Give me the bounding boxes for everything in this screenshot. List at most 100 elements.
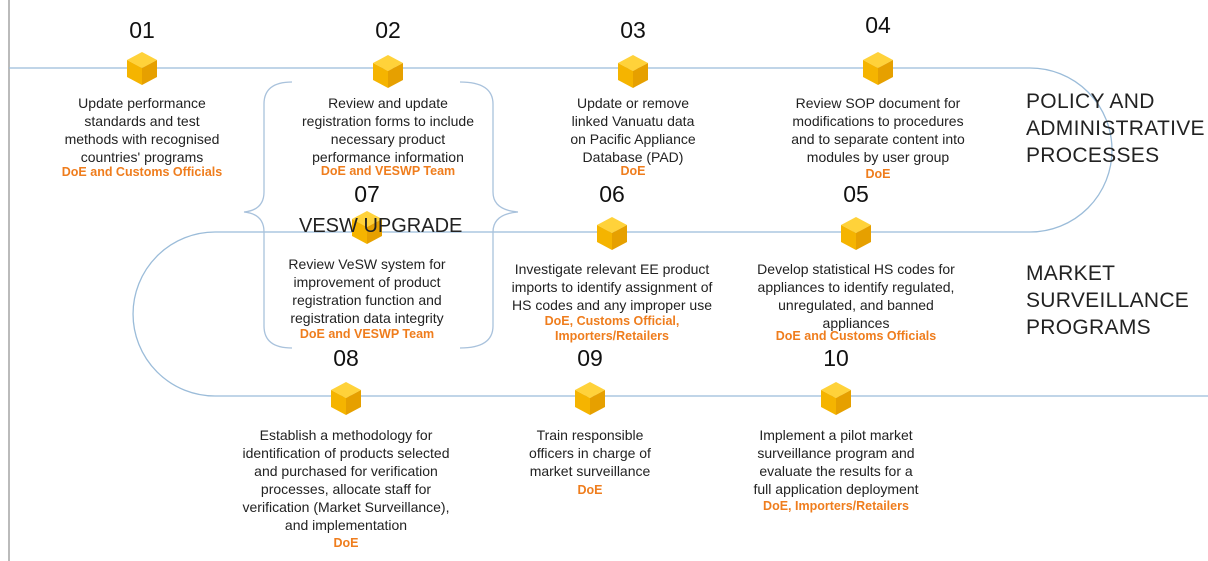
step-description-line: standards and test — [84, 113, 200, 129]
step-description-line: registration data integrity — [290, 310, 444, 326]
step-cube-icon — [618, 55, 648, 88]
step-number: 10 — [823, 345, 849, 371]
step-owner: DoE — [480, 483, 700, 498]
section-label-line: ADMINISTRATIVE — [1026, 117, 1205, 140]
step-description-line: and to separate content into — [791, 131, 965, 147]
section-label-line: PROCESSES — [1026, 144, 1160, 167]
step-owner: DoE, Customs Official,Importers/Retailer… — [502, 314, 722, 344]
step-number: 06 — [599, 181, 625, 207]
step-owner-line: DoE — [577, 483, 603, 497]
step-description-line: identification of products selected — [242, 445, 450, 461]
step-description: Review SOP document for modifications to … — [763, 94, 993, 166]
step-description-line: registration forms to include — [302, 113, 474, 129]
step-description: Review and update registration forms to i… — [273, 94, 503, 166]
step-cube-icon — [597, 217, 627, 250]
step-description: Develop statistical HS codes for applianc… — [736, 260, 976, 332]
step-owner-line: DoE — [333, 536, 359, 550]
step-description-line: appliances to identify regulated, — [757, 279, 955, 295]
step-description-line: on Pacific Appliance — [570, 131, 696, 147]
step-description-line: performance information — [312, 149, 464, 165]
step-number: 08 — [333, 345, 359, 371]
step-cube-icon — [352, 211, 382, 244]
step-description: Establish a methodology for identificatio… — [224, 426, 469, 534]
section-label-line: MARKET — [1026, 262, 1116, 285]
step-description-line: modules by user group — [806, 149, 950, 165]
step-description-line: modifications to procedures — [792, 113, 964, 129]
step-owner-line: DoE and Customs Officials — [61, 165, 223, 179]
step-number: 05 — [843, 181, 869, 207]
step-description-line: Database (PAD) — [582, 149, 684, 165]
step-description-line: appliances — [822, 315, 890, 331]
step-cube-icon — [373, 55, 403, 88]
step-description-line: methods with recognised — [64, 131, 220, 147]
step-description-line: and implementation — [284, 517, 408, 533]
step-description-line: imports to identify assignment of — [511, 279, 713, 295]
step-description-line: Review and update — [328, 95, 448, 111]
step-owner: DoE — [768, 167, 988, 182]
step-description-line: Review VeSW system for — [288, 256, 446, 272]
step-description-line: linked Vanuatu data — [571, 113, 695, 129]
step-description-line: processes, allocate staff for — [260, 481, 432, 497]
step-description-line: unregulated, and banned — [778, 297, 934, 313]
step-owner-line: DoE — [620, 164, 646, 178]
step-owner: DoE, Importers/Retailers — [726, 499, 946, 514]
section-label-policy: POLICY AND ADMINISTRATIVE PROCESSES — [1026, 88, 1205, 169]
step-description: Update performance standards and test meth… — [32, 94, 252, 166]
step-description-line: Review SOP document for — [795, 95, 961, 111]
step-description: Investigate relevant EE product imports t… — [487, 260, 737, 314]
step-number: 03 — [620, 17, 646, 43]
section-label-line: PROGRAMS — [1026, 316, 1151, 339]
step-description-line: Update performance — [78, 95, 206, 111]
step-description-line: officers in charge of — [529, 445, 651, 461]
step-owner-line: DoE, Customs Official, — [544, 314, 680, 328]
section-label-line: POLICY AND — [1026, 90, 1155, 113]
step-owner-line: DoE and Customs Officials — [775, 329, 937, 343]
step-cube-icon — [127, 52, 157, 85]
step-description-line: Establish a methodology for — [259, 427, 433, 443]
step-owner: DoE — [523, 164, 743, 179]
step-cube-icon — [821, 382, 851, 415]
step-description-line: and purchased for verification — [254, 463, 438, 479]
step-owner: DoE and Customs Officials — [746, 329, 966, 344]
step-description-line: market surveillance — [529, 463, 651, 479]
step-description-line: necessary product — [330, 131, 446, 147]
step-cube-icon — [863, 52, 893, 85]
step-number: 04 — [865, 12, 891, 38]
step-description-line: Implement a pilot market — [759, 427, 913, 443]
step-description-line: countries' programs — [80, 149, 204, 165]
step-description-line: HS codes and any improper use — [512, 297, 712, 313]
step-cube-icon — [841, 217, 871, 250]
step-owner: DoE and VESWP Team — [257, 327, 477, 342]
step-description: Update or remove linked Vanuatu data on Pa… — [533, 94, 733, 166]
brace-left — [243, 81, 293, 349]
step-owner: DoE — [236, 536, 456, 551]
brace-right — [459, 81, 519, 349]
vesw-upgrade-label: VESW UPGRADE — [299, 215, 463, 237]
step-owner-line: DoE and VESWP Team — [320, 164, 456, 178]
step-description-line: surveillance program and — [757, 445, 915, 461]
step-description: Implement a pilot market surveillance pro… — [721, 426, 951, 498]
step-number: 02 — [375, 17, 401, 43]
step-number: 07 — [354, 181, 380, 207]
section-label-market: MARKET SURVEILLANCE PROGRAMS — [1026, 260, 1189, 341]
step-owner-line: Importers/Retailers — [555, 329, 669, 343]
step-description-line: Investigate relevant EE product — [514, 261, 710, 277]
step-owner: DoE and VESWP Team — [278, 164, 498, 179]
step-description-line: verification (Market Surveillance), — [242, 499, 450, 515]
step-description-line: registration function and — [292, 292, 442, 308]
step-owner-line: DoE — [865, 167, 891, 181]
step-description-line: evaluate the results for a — [759, 463, 913, 479]
step-owner-line: DoE, Importers/Retailers — [763, 499, 909, 513]
step-owner-line: DoE and VESWP Team — [299, 327, 435, 341]
step-description-line: full application deployment — [753, 481, 919, 497]
step-description-line: Update or remove — [576, 95, 690, 111]
step-number: 01 — [129, 17, 155, 43]
step-description-line: Develop statistical HS codes for — [757, 261, 955, 277]
step-cube-icon — [575, 382, 605, 415]
step-number: 09 — [577, 345, 603, 371]
step-cube-icon — [331, 382, 361, 415]
step-owner: DoE and Customs Officials — [32, 165, 252, 180]
